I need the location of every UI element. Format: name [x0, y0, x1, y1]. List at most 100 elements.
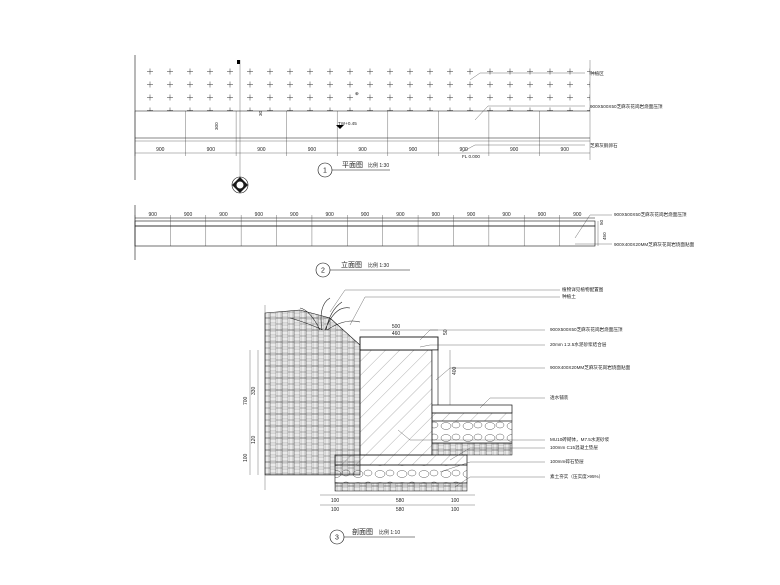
dim-top-460: 460 — [392, 331, 401, 337]
leader-planting — [469, 72, 585, 81]
leader-soil — [349, 296, 560, 326]
elev-coping — [134, 220, 596, 227]
plan-dim-label: 900 — [510, 147, 519, 153]
compacted-soil — [334, 482, 468, 492]
note-top-of-wall: TW+0.45 — [338, 121, 357, 126]
paving-subgrade — [431, 442, 513, 456]
leader-section-coping — [419, 329, 545, 341]
elev-dim-label: 900 — [502, 212, 511, 218]
note-section-soil: 种植土 — [562, 293, 576, 300]
dim-top-500: 500 — [392, 324, 401, 330]
note-coping: 900X500X50芝麻灰花岗岩烧面压顶 — [590, 103, 663, 110]
plan-dim-label: 900 — [207, 147, 216, 153]
elev-dim-label: 900 — [184, 212, 193, 218]
note-section-plant: 植物详见植物配置图 — [562, 286, 604, 293]
plant-symbol — [289, 297, 361, 331]
dim-inner-400: 400 — [452, 366, 458, 375]
dim-bottom-2-b: 580 — [396, 507, 405, 513]
dim-left-100: 100 — [243, 453, 249, 462]
elev-dim-label: 900 — [432, 212, 441, 218]
plan-coping-joints — [134, 111, 540, 156]
plan-dim-label: 900 — [156, 147, 165, 153]
dim-coping-width: 300 — [214, 122, 219, 130]
elev-cladding-joints — [134, 215, 560, 246]
view2-title: 立面图 — [341, 260, 362, 269]
note-section-cladding: 900X400X20MM芝麻灰花岗岩烧面贴面 — [550, 364, 631, 371]
coping-stone — [359, 336, 439, 351]
note-planting: 种植区 — [590, 70, 604, 77]
view2-number: 2 — [321, 268, 325, 275]
plan-dim-label: 900 — [459, 147, 468, 153]
dim-30: 30 — [258, 110, 263, 116]
leader-compacted — [454, 476, 545, 488]
leader-pebble — [461, 144, 585, 153]
view3-title: 剖面图 — [352, 527, 373, 536]
elev-dim-label: 900 — [467, 212, 476, 218]
elev-dim-label: 900 — [538, 212, 547, 218]
brick-wall-core — [359, 349, 433, 456]
dim-inner-50: 50 — [443, 329, 449, 335]
note-section-mortar: 20mm 1:2.5水泥砂浆结合层 — [550, 341, 607, 348]
dim-bottom-1-a: 100 — [331, 498, 340, 504]
note-section-coping: 900X500X50芝麻灰花岗岩烧面压顶 — [550, 326, 623, 333]
elev-dim-label: 900 — [290, 212, 299, 218]
leader-plant — [329, 289, 560, 313]
leader-gravel — [439, 461, 545, 473]
view2-scale: 比例 1:30 — [368, 262, 389, 269]
dim-bottom-2-a: 100 — [331, 507, 340, 513]
elev-dim-label: 900 — [361, 212, 370, 218]
cladding-stone — [431, 349, 439, 411]
view1-number: 1 — [323, 168, 327, 175]
dim-elev-450: 450 — [602, 232, 607, 240]
leader-paving — [479, 397, 545, 409]
dim-bottom-1-c: 100 — [451, 498, 460, 504]
note-pebble: 芝麻灰鹅卵石 — [590, 142, 618, 149]
dim-bottom-2-c: 100 — [451, 507, 460, 513]
planting-area — [135, 65, 590, 111]
elev-dim-label: 900 — [573, 212, 582, 218]
note-elev-coping: 900X500X50芝麻灰花岗岩烧面压顶 — [614, 211, 687, 218]
plan-grid-symbol: ⊕ — [355, 91, 359, 96]
paving-gravel — [431, 420, 513, 444]
elev-cladding — [134, 225, 596, 247]
elev-dim-label: 900 — [396, 212, 405, 218]
plan-dim-label: 900 — [409, 147, 418, 153]
section-view: 500 460 700 330 120 100 400 50 100 580 1… — [243, 286, 631, 545]
plan-dim-label: 900 — [257, 147, 266, 153]
leader-mortar — [419, 344, 545, 348]
level-symbol — [336, 125, 344, 129]
dim-left-330: 330 — [251, 386, 257, 395]
gravel-bed — [334, 464, 468, 484]
note-elev-cladding: 900X400X20MM芝麻灰花岗岩烧面贴面 — [614, 241, 695, 248]
elev-dim-label: 900 — [219, 212, 228, 218]
note-section-paving: 透水铺装 — [550, 394, 569, 401]
view3-number: 3 — [335, 535, 339, 542]
paving-layer — [431, 404, 513, 414]
section-callout-inner — [236, 181, 244, 189]
leader-concrete — [449, 447, 545, 461]
leader-section-cladding — [435, 367, 545, 381]
soil-mass — [264, 309, 361, 476]
view1-scale: 比例 1:30 — [368, 162, 389, 169]
elev-dim-label: 900 — [325, 212, 334, 218]
view1-title: 平面图 — [342, 161, 363, 169]
note-floor-level: FL 0.000 — [462, 154, 480, 159]
dim-left-700: 700 — [243, 396, 249, 405]
note-section-concrete: 100mm C15混凝土垫层 — [550, 444, 598, 451]
leader-brick — [397, 429, 545, 441]
note-section-brick: MU10砖砌体，M7.5水泥砂浆 — [550, 436, 610, 443]
plan-dim-label: 900 — [561, 147, 570, 153]
leader-coping — [474, 105, 585, 121]
concrete-footing — [334, 454, 468, 466]
dim-left-120: 120 — [251, 435, 257, 444]
elev-dim-label: 900 — [149, 212, 158, 218]
note-section-compacted: 素土夯实（压实度>95%） — [550, 473, 603, 480]
plan-dim-label: 900 — [358, 147, 367, 153]
dim-bottom-1-b: 580 — [396, 498, 405, 504]
paving-base — [431, 412, 513, 422]
